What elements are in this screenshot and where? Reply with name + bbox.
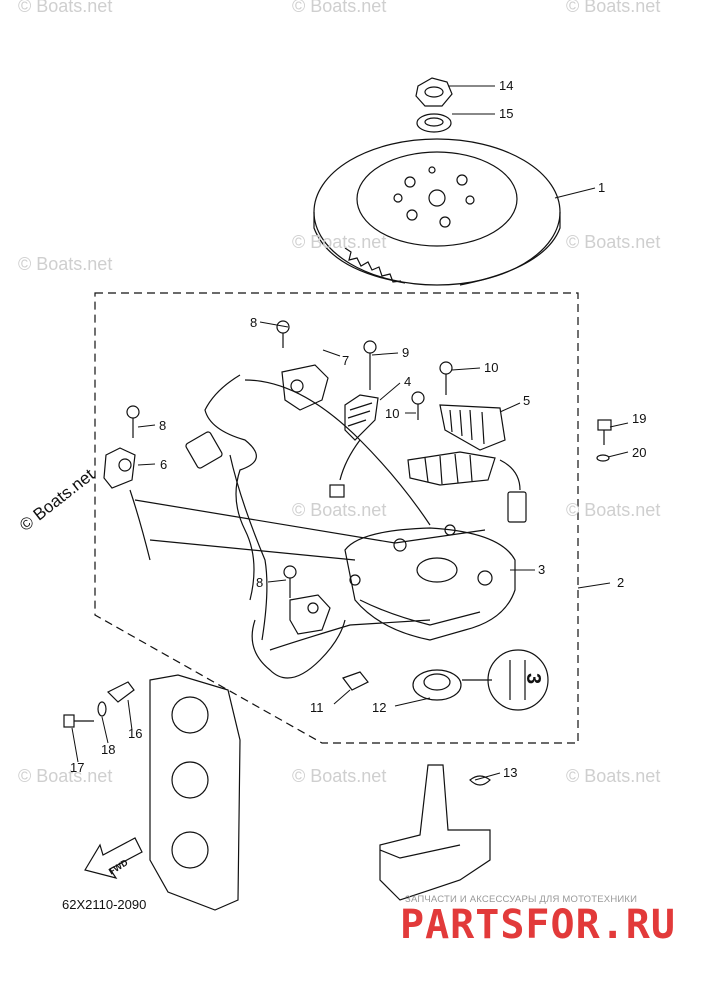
diagram-code: 62X2110-2090 (62, 897, 147, 912)
flywheel-nut (415, 77, 453, 107)
detail-mark: 3 (522, 672, 545, 685)
crankshaft (379, 764, 491, 901)
screw-8b (126, 405, 140, 438)
callout-2: 2 (617, 575, 625, 590)
watermark: © Boats.net (292, 232, 387, 252)
bearing-12 (412, 669, 462, 701)
screw-10b (411, 391, 425, 420)
clamp-11 (342, 671, 369, 691)
washer-20 (596, 454, 610, 462)
watermark: © Boats.net (292, 500, 387, 520)
callout-9: 9 (402, 345, 410, 360)
cdi-unit-7 (281, 364, 329, 411)
callout-10a: 10 (484, 360, 499, 375)
screw-10a (439, 361, 453, 395)
callout-8c: 8 (256, 575, 264, 590)
callout-14: 14 (499, 78, 514, 93)
charge-coil-5 (439, 404, 506, 451)
callout-8b: 8 (159, 418, 167, 433)
lighting-coil-4 (344, 394, 379, 441)
washer-18 (97, 701, 107, 717)
assembly-outline (94, 292, 579, 744)
flywheel (313, 138, 561, 286)
bolt-19 (597, 419, 612, 445)
callout-5: 5 (523, 393, 531, 408)
clamp-16 (106, 681, 135, 703)
woodruff-key-13 (469, 775, 491, 786)
watermark: © Boats.net (566, 232, 661, 252)
callout-10b: 10 (385, 406, 400, 421)
screw-9 (363, 340, 377, 390)
callout-16: 16 (128, 726, 143, 741)
callout-1: 1 (598, 180, 606, 195)
watermark: © Boats.net (566, 766, 661, 786)
watermark: © Boats.net (566, 500, 661, 520)
watermark: © Boats.net (292, 766, 387, 786)
callout-13: 13 (503, 765, 518, 780)
callout-20: 20 (632, 445, 647, 460)
watermark: © Boats.net (292, 0, 387, 16)
crankcase (149, 674, 241, 911)
callout-19: 19 (632, 411, 647, 426)
brand-logo: PARTSFOR.RU (400, 902, 676, 948)
callout-11: 11 (310, 700, 324, 715)
watermark: © Boats.net (18, 254, 113, 274)
washer (416, 113, 452, 133)
screw-8c (283, 565, 297, 598)
callout-3: 3 (538, 562, 546, 577)
connector-left (185, 431, 223, 469)
callout-18: 18 (101, 742, 116, 757)
callout-15: 15 (499, 106, 514, 121)
callout-17: 17 (70, 760, 85, 775)
callout-7: 7 (342, 353, 350, 368)
watermark: © Boats.net (566, 0, 661, 16)
cdi-unit-lower (289, 594, 331, 635)
wire-harness (129, 374, 521, 679)
connector-right (507, 491, 527, 523)
cdi-unit-6 (103, 447, 136, 489)
brand-subtitle: ЗАПЧАСТИ И АКСЕССУАРЫ ДЛЯ МОТОТЕХНИКИ (405, 894, 638, 905)
watermark: © Boats.net (18, 0, 113, 16)
callout-12: 12 (372, 700, 387, 715)
screw-8a (276, 320, 290, 348)
callout-6: 6 (160, 457, 168, 472)
base-plate (344, 524, 516, 641)
connector-small (329, 484, 345, 498)
fwd-arrow (84, 837, 143, 879)
callout-8a: 8 (250, 315, 258, 330)
pulser-coil (407, 451, 496, 486)
callout-4: 4 (404, 374, 412, 389)
watermark: © Boats.net (18, 766, 113, 786)
screw-17 (63, 714, 94, 728)
